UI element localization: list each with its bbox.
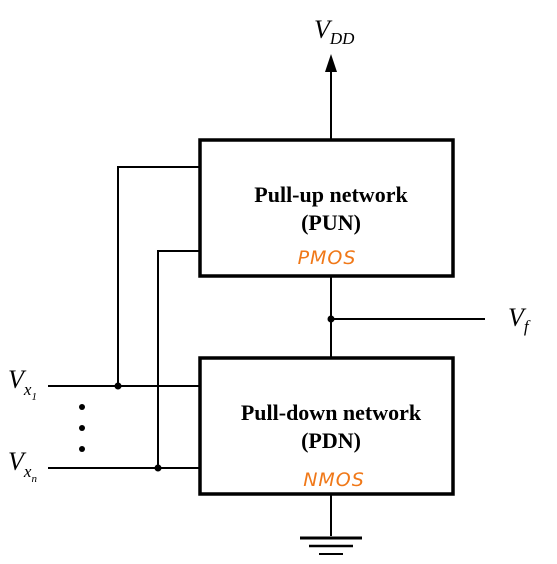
input-x1-to-pun-wire	[117, 166, 200, 386]
ground-symbol	[300, 494, 362, 555]
pull-down-network-box	[198, 356, 455, 496]
pull-up-network-box	[198, 138, 455, 278]
vxn-label: Vxn	[8, 447, 37, 485]
pdn-abbrev: (PDN)	[301, 428, 361, 453]
input-x1-junction-dot	[114, 382, 122, 390]
vf-label: Vf	[508, 303, 531, 336]
pdn-title: Pull-down network	[241, 400, 422, 425]
vdd-label: VDD	[314, 15, 355, 48]
pun-title: Pull-up network	[254, 182, 408, 207]
nmos-annotation: NMOS	[303, 469, 365, 491]
pmos-annotation: PMOS	[298, 247, 357, 269]
input-ellipsis	[79, 404, 85, 452]
input-xn-junction-dot	[154, 464, 162, 472]
output-junction-dot	[327, 315, 335, 323]
vdd-arrow	[325, 54, 337, 140]
vx1-label: Vx1	[8, 365, 37, 403]
pun-abbrev: (PUN)	[301, 210, 361, 235]
input-xn-to-pun-wire	[157, 250, 200, 468]
